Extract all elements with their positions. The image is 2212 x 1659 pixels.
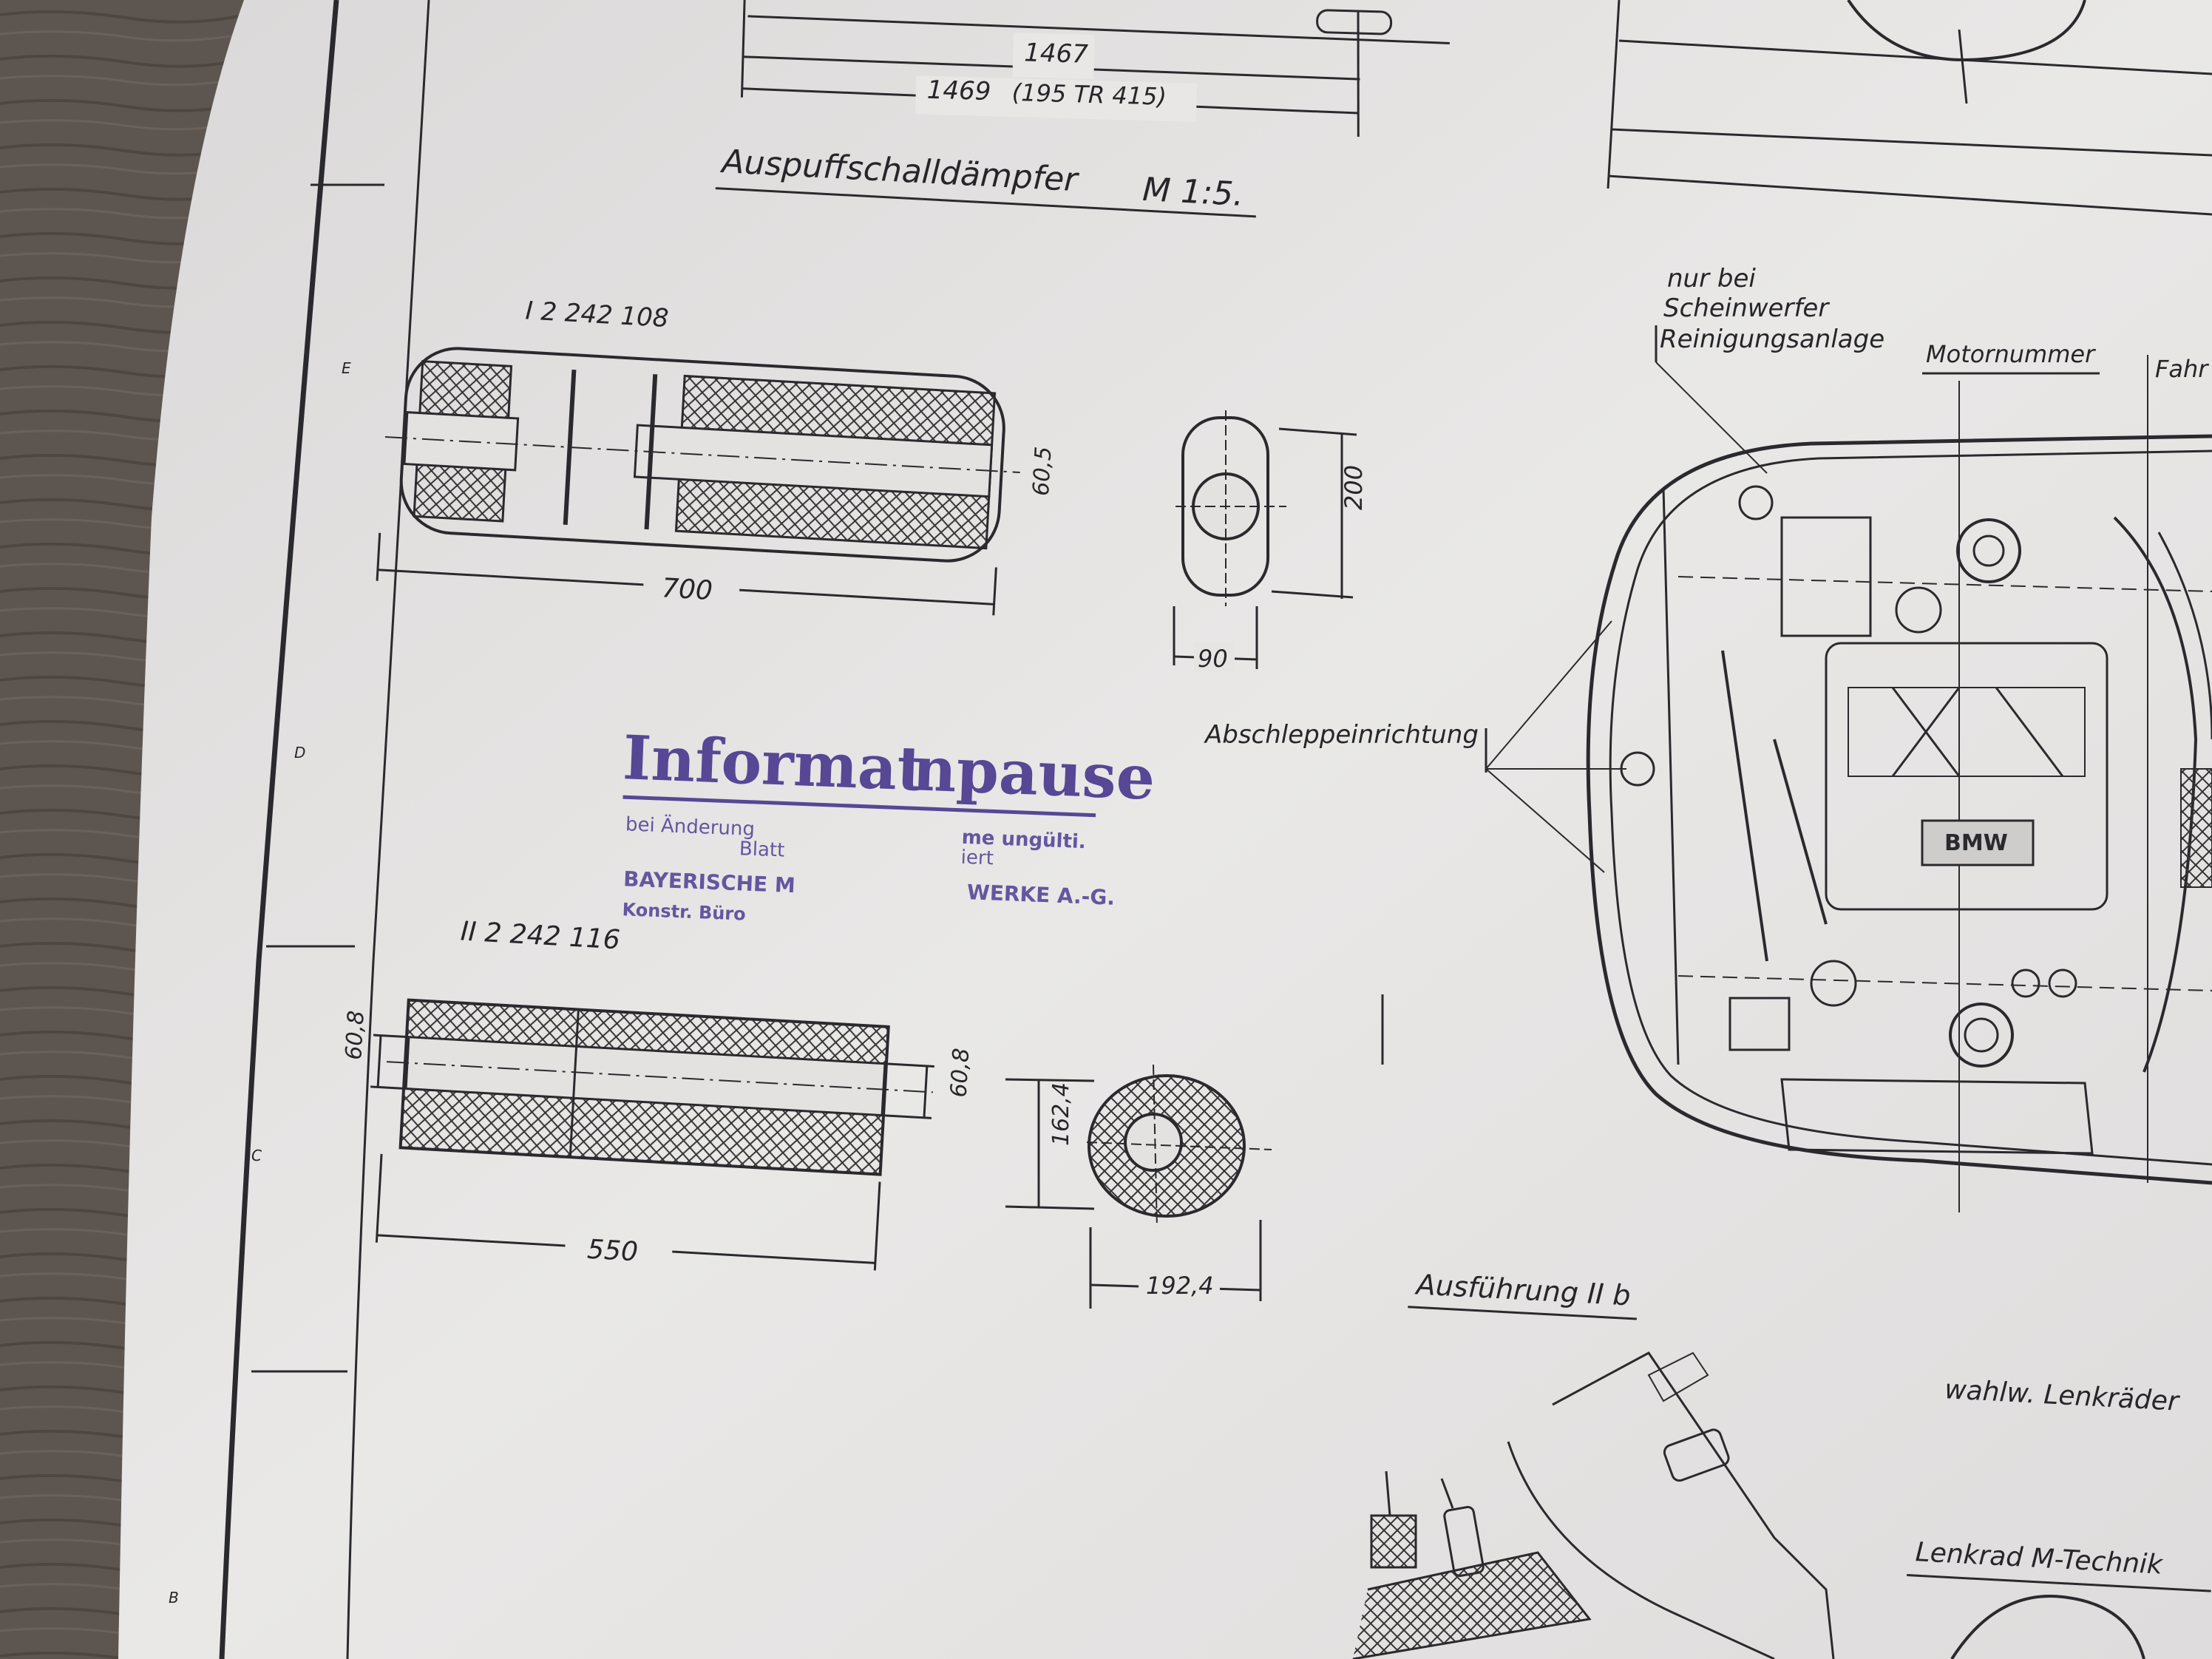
stamp-line5: Konstr. Büro <box>622 899 746 924</box>
muffler-part-1: I 2 242 108 700 60,5 <box>376 296 1057 616</box>
callout-headlamp-1: nur bei <box>1667 264 1756 294</box>
part1-end-view: 200 90 <box>1173 410 1368 673</box>
part1-length: 700 <box>661 573 713 606</box>
zone-label-e: E <box>342 359 351 377</box>
callout-tow: Abschleppeinrichtung <box>1204 720 1479 750</box>
muffler-scale: M 1:5. <box>1141 171 1244 214</box>
zone-label-b: B <box>169 1589 179 1607</box>
zone-label-c: C <box>251 1147 262 1164</box>
part1-end-width: 90 <box>1198 645 1228 673</box>
part2-end-view: 162,4 192,4 <box>1005 1064 1272 1309</box>
callouts: nur bei Scheinwerfer Reinigungsanlage Mo… <box>1204 264 2209 1212</box>
information-stamp: Informat npause bei Änderung me ungülti.… <box>622 722 1156 924</box>
callout-engine-number: Motornummer <box>1926 340 2096 368</box>
callout-chassis-partial: Fahr <box>2155 355 2209 383</box>
part2-end-height: 162,4 <box>1048 1082 1074 1146</box>
part1-height: 60,5 <box>1028 446 1057 497</box>
dim-1469-note: (195 TR 415) <box>1011 78 1167 111</box>
stamp-line3: Blatt <box>739 838 784 861</box>
frame-inner-border <box>346 0 430 1659</box>
dim-1469: 1469 <box>926 75 991 106</box>
stamp-line4b: WERKE A.-G. <box>966 880 1115 910</box>
car-badge: BMW <box>1944 830 2008 856</box>
upper-right-view <box>1607 0 2212 216</box>
callout-headlamp-3: Reinigungsanlage <box>1660 325 1884 354</box>
stamp-line3b: iert <box>960 847 994 870</box>
stamp-line2b: me ungülti. <box>961 827 1086 853</box>
zone-label-d: D <box>294 744 305 761</box>
part2-length: 550 <box>586 1235 639 1268</box>
part2-left-height: 60,8 <box>341 1010 370 1061</box>
dim-1467: 1467 <box>1024 38 1089 69</box>
part1-end-height: 200 <box>1340 465 1368 510</box>
top-dimensions: 1467 1469 (195 TR 415) <box>740 0 1450 138</box>
muffler-part-2: II 2 242 116 60,8 60,8 550 <box>341 916 975 1271</box>
stamp-line1b: npause <box>911 733 1156 814</box>
part2-end-width: 192,4 <box>1146 1272 1214 1300</box>
stamp-line1: Informat <box>622 722 926 805</box>
callout-headlamp-2: Scheinwerfer <box>1663 294 1830 323</box>
car-engine-bay-view: BMW <box>1586 434 2212 1185</box>
frame-border <box>219 0 339 1659</box>
paper-sheet <box>118 0 2212 1659</box>
part2-right-height: 60,8 <box>946 1048 975 1099</box>
